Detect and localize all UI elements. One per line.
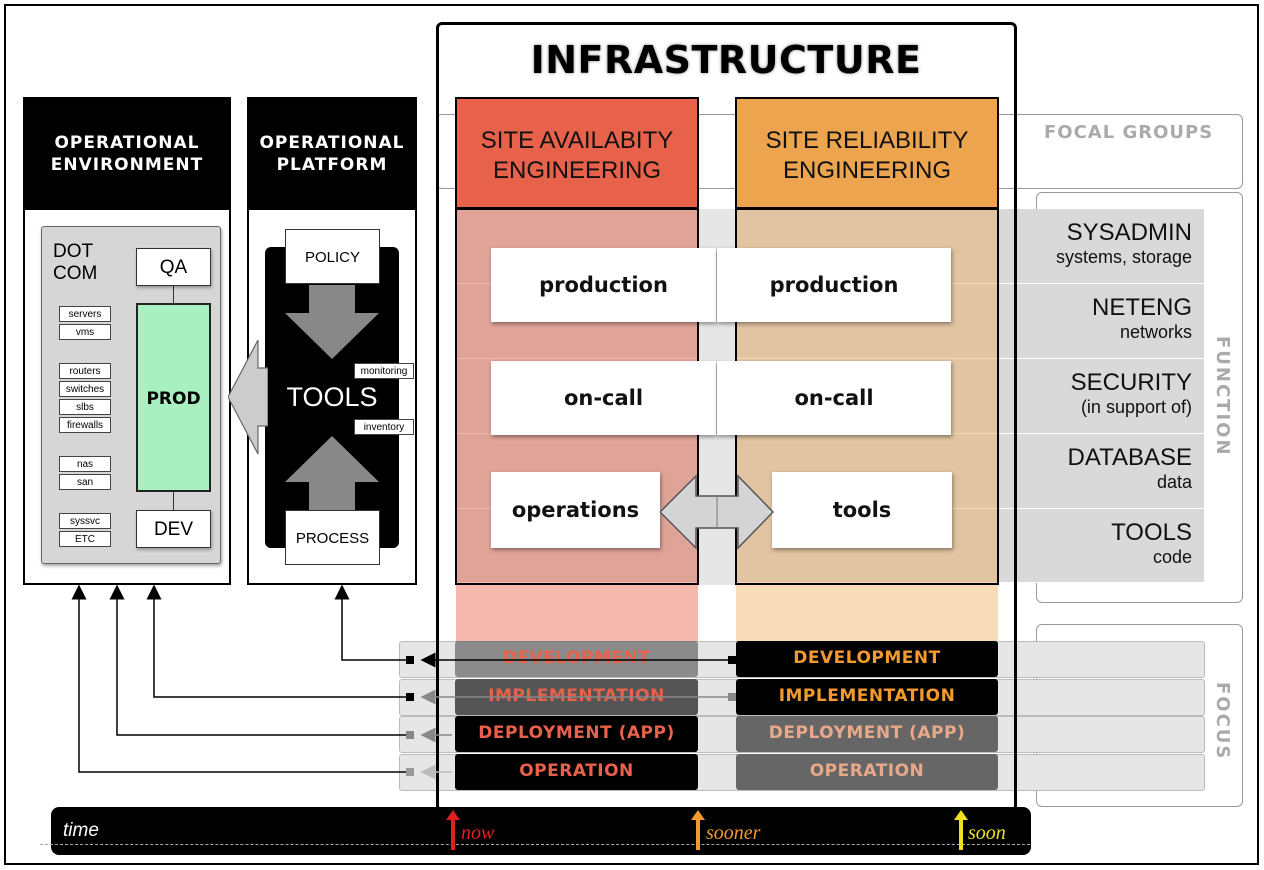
function-desc: systems, storage [1055,247,1192,267]
policy-box: POLICY [285,229,380,284]
function-desc: networks [1119,322,1192,342]
monitoring-tag: monitoring [354,363,414,379]
env-item-switches: switches [59,381,111,397]
timeline-soon-label: soon [968,822,1006,844]
function-name: TOOLS [1111,519,1192,546]
env-item-syssvc: syssvc [59,513,111,529]
tools-label: TOOLS [286,382,378,412]
function-name: SYSADMIN [1066,219,1192,246]
function-name: SECURITY [1070,369,1192,396]
production-card-left: production [491,248,716,322]
env-item-vms: vms [59,324,111,340]
focus-right-deployment: DEPLOYMENT (APP) [736,716,998,752]
production-card-right: production [717,248,951,322]
focal-groups-label: FOCAL GROUPS [1044,122,1214,143]
process-box: PROCESS [285,510,380,565]
soon-arrow-icon [954,810,968,850]
now-arrow-icon [446,810,460,850]
prod-box: PROD [136,303,211,492]
function-desc: code [1152,547,1192,567]
function-desc: data [1156,472,1192,492]
tools-card: tools [772,472,952,548]
environment-header: OPERATIONAL ENVIRONMENT [23,97,231,210]
dotcom-label: DOT COM [53,241,98,284]
env-item-servers: servers [59,306,111,322]
platform-header: OPERATIONAL PLATFORM [247,97,417,210]
focus-left-operation: OPERATION [455,754,698,790]
double-arrow-icon [660,474,774,550]
timeline-bar [51,807,1031,855]
env-item-etc: ETC [59,531,111,547]
env-item-san: san [59,474,111,490]
focus-right-development: DEVELOPMENT [736,641,998,677]
focus-left-deployment: DEPLOYMENT (APP) [455,716,698,752]
function-desc: (in support of) [1080,397,1192,417]
qa-box: QA [136,248,211,286]
function-name: DATABASE [1067,444,1192,471]
env-item-routers: routers [59,363,111,379]
timeline-sooner-label: sooner [706,822,761,844]
sooner-arrow-icon [691,810,705,850]
dev-box: DEV [136,510,211,548]
reliability-header: SITE RELIABILITY ENGINEERING [735,97,999,209]
timeline-dashes [40,844,1030,845]
page-title: INFRASTRUCTURE [530,38,922,82]
function-name: NETENG [1091,294,1192,321]
timeline-time-label: time [63,820,99,841]
focus-right-implementation: IMPLEMENTATION [736,679,998,715]
inventory-tag: inventory [354,419,414,435]
operations-card: operations [491,472,660,548]
env-item-nas: nas [59,456,111,472]
oncall-card-left: on-call [491,361,716,435]
oncall-card-right: on-call [717,361,951,435]
availability-header: SITE AVAILABITY ENGINEERING [455,97,699,209]
env-item-slbs: slbs [59,399,111,415]
down-arrow-icon [285,285,379,359]
up-arrow-icon [285,436,379,510]
focus-left-development: DEVELOPMENT [455,641,698,677]
left-arrow-icon [228,340,268,454]
function-label: FUNCTION [1212,336,1233,457]
focus-label: FOCUS [1212,682,1233,761]
focus-right-operation: OPERATION [736,754,998,790]
timeline-now-label: now [461,822,495,844]
env-item-firewalls: firewalls [59,417,111,433]
